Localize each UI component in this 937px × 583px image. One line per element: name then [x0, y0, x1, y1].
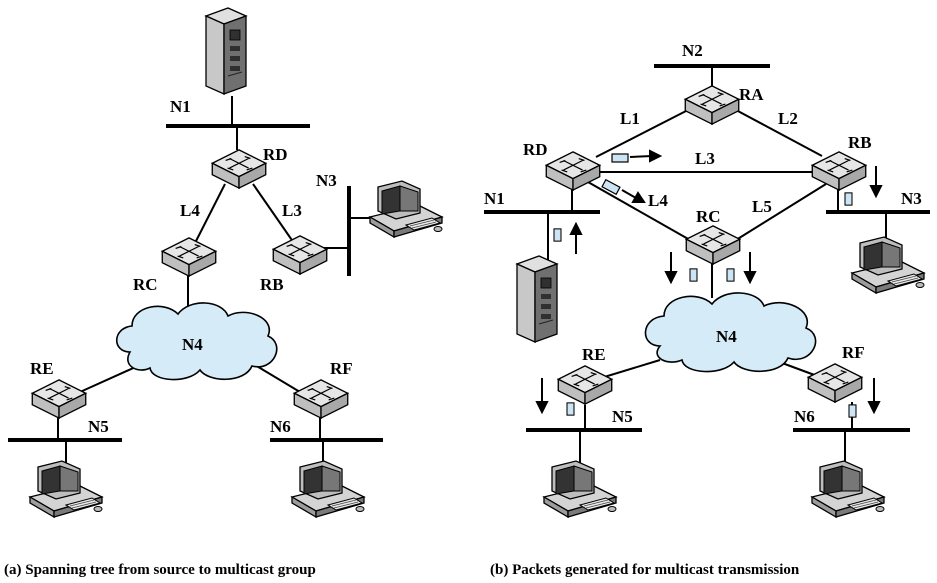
packet-icon [848, 404, 857, 418]
label-rb: RB [260, 275, 284, 294]
arrow-icon [569, 221, 583, 254]
label-rf: RF [842, 343, 865, 362]
router-icon [31, 379, 87, 419]
router-icon [557, 365, 613, 405]
caption-a: (a) Spanning tree from source to multica… [4, 562, 316, 578]
label-l2: L2 [778, 109, 798, 128]
packet-icon [844, 192, 853, 206]
packet-icon [689, 268, 698, 282]
workstation-icon [811, 460, 885, 518]
label-rd: RD [523, 140, 548, 159]
link-l5-line [735, 183, 827, 241]
packet-icon [553, 228, 562, 242]
arrow-icon [743, 252, 757, 285]
label-l4: L4 [648, 191, 668, 210]
diagram-b-links [547, 66, 887, 468]
router-icon [807, 363, 863, 403]
label-n3: N3 [901, 189, 922, 208]
server-icon [205, 7, 247, 95]
label-rb: RB [848, 133, 872, 152]
server-icon [516, 255, 558, 343]
label-re: RE [582, 345, 606, 364]
label-n6: N6 [794, 407, 815, 426]
label-n6: N6 [270, 417, 291, 436]
link-l1-line [595, 109, 689, 158]
label-n4: N4 [182, 335, 203, 354]
cloud-to-rf [254, 364, 301, 393]
label-n5: N5 [612, 407, 633, 426]
label-n1: N1 [484, 189, 505, 208]
label-n5: N5 [88, 417, 109, 436]
arrow-icon [869, 166, 883, 199]
label-l5: L5 [752, 197, 772, 216]
packets [553, 153, 857, 418]
label-n2: N2 [682, 41, 703, 60]
router-icon [293, 379, 349, 419]
workstation-icon [369, 180, 443, 238]
label-n4: N4 [716, 327, 737, 346]
label-re: RE [30, 359, 54, 378]
router-icon [685, 225, 741, 265]
workstation-icon [29, 460, 103, 518]
link-l2-line [735, 109, 823, 157]
label-n1: N1 [170, 97, 191, 116]
router-icon [684, 85, 740, 125]
arrow-icon [867, 378, 881, 415]
label-ra: RA [739, 85, 764, 104]
router-icon [161, 237, 217, 277]
router-icon [211, 149, 267, 189]
workstation-icon [851, 236, 925, 294]
packet-icon [601, 178, 621, 196]
link-l3-line [252, 183, 297, 247]
label-rc: RC [133, 275, 158, 294]
packet-icon [611, 153, 629, 163]
cloud-to-re [79, 364, 141, 393]
label-l4: L4 [180, 201, 200, 220]
label-rf: RF [330, 359, 353, 378]
arrow-icon [664, 252, 678, 285]
network-cloud-icon [644, 292, 817, 373]
arrow-icon [621, 189, 646, 203]
workstation-icon [291, 460, 365, 518]
arrows [535, 149, 883, 415]
label-l3: L3 [695, 149, 715, 168]
label-l3: L3 [282, 201, 302, 220]
label-l1: L1 [620, 109, 640, 128]
link-l4-line [587, 181, 691, 241]
arrow-icon [535, 378, 549, 415]
router-icon [811, 151, 867, 191]
packet-icon [726, 268, 735, 282]
diagram-b: N2 RA L1 L2 RD RB L3 N1 L4 RC L5 N3 N4 R… [484, 41, 930, 578]
diagram-a: N1 RD N3 L4 L3 RC RB N4 RE RF N5 N6 (a) … [4, 7, 443, 578]
diagram-a-links [57, 96, 372, 468]
workstation-icon [543, 460, 617, 518]
packet-icon [566, 402, 575, 416]
caption-b: (b) Packets generated for multicast tran… [490, 562, 800, 578]
arrow-icon [629, 149, 663, 163]
link-l4-line [192, 183, 226, 248]
label-n3: N3 [316, 171, 337, 190]
label-rc: RC [696, 207, 721, 226]
network-cloud-icon [115, 302, 278, 381]
label-rd: RD [263, 145, 288, 164]
router-icon [272, 235, 328, 275]
